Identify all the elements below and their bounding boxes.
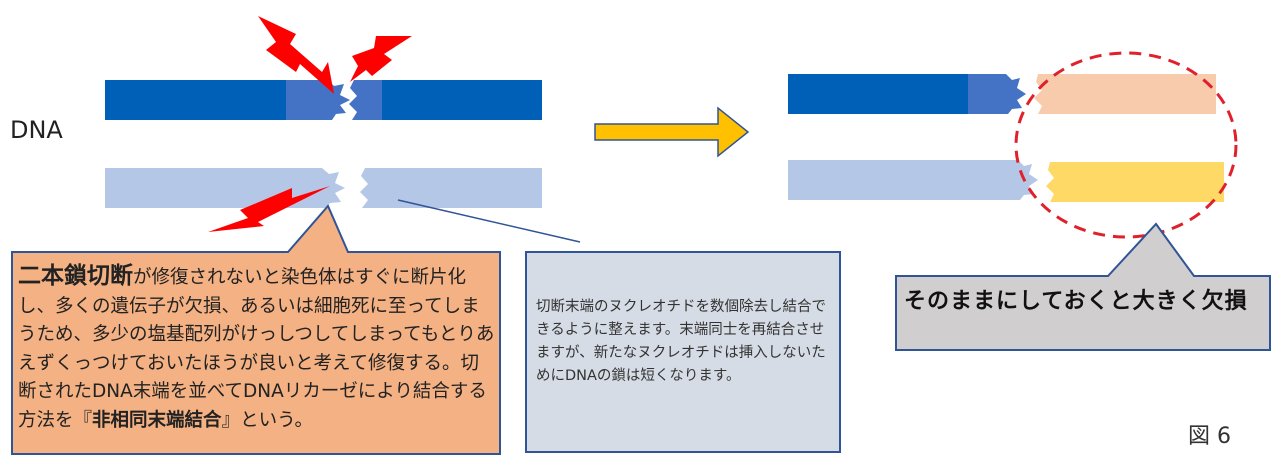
callout-trim-text: 切断末端のヌクレオチドを数個除去し結合できるように整えます。末端同士を再結合させ… (536, 299, 826, 384)
callout-main-shape (11, 204, 501, 455)
callout-main-quote-open: 『 (73, 409, 93, 431)
repaired-top-strand-segment (788, 74, 972, 114)
top-strand-left-segment (105, 80, 290, 120)
callout-main-term: 非相同末端結合 (92, 409, 222, 431)
bottom-strand-left-segment (105, 168, 345, 208)
callout-connector-line (397, 199, 581, 243)
dna-label: DNA (10, 116, 63, 144)
callout-main-bold-lead: 二本鎖切断 (18, 263, 133, 289)
lost-top-strand-segment (1034, 74, 1216, 114)
callout-main-quote-close: 』 (221, 409, 241, 431)
figure-label: 図 6 (1188, 424, 1231, 449)
callout-main-text: 二本鎖切断が修復されないと染色体はすぐに断片化し、多くの遺伝子が欠損、あるいは細… (18, 262, 496, 435)
top-strand-right-break-end (349, 80, 382, 120)
top-strand-right-segment (382, 80, 542, 120)
repaired-bottom-strand-segment (788, 160, 1038, 200)
callout-loss-text: そのままにしておくと大きく欠損 (904, 289, 1248, 314)
lightning-bolt-icon (258, 16, 334, 94)
callout-loss-shape (895, 222, 1271, 351)
callout-trim-shape (525, 251, 841, 453)
callout-main-tail: という。 (240, 409, 313, 431)
process-arrow-icon (594, 106, 750, 158)
top-strand-left-break-end (286, 80, 350, 120)
lost-bottom-strand-segment (1046, 162, 1224, 202)
lightning-bolt-icon (208, 186, 330, 232)
callout-main-body: が修復されないと染色体はすぐに断片化し、多くの遺伝子が欠損、あるいは細胞死に至っ… (18, 267, 495, 431)
lightning-bolt-icon (350, 36, 412, 82)
bottom-strand-right-segment (360, 168, 542, 208)
loss-region-dashed-circle (1014, 51, 1238, 239)
repaired-top-strand-break-end (968, 74, 1026, 114)
